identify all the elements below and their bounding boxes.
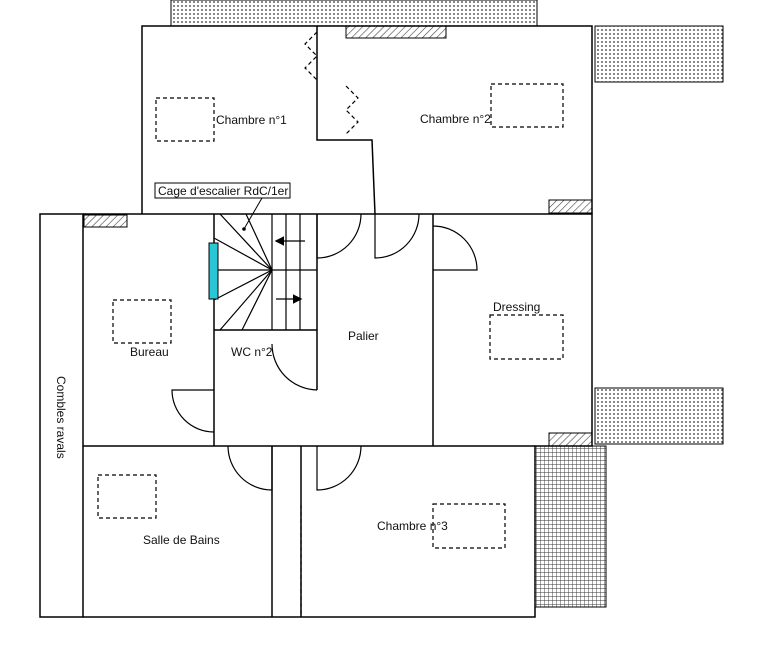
velux-chambre3: [432, 503, 506, 549]
window-chambre2-right: [548, 199, 593, 214]
label-chambre3: Chambre n°3: [377, 519, 448, 533]
label-bureau: Bureau: [130, 345, 169, 359]
label-box-cage: [154, 182, 291, 199]
window-chambre2-top: [345, 25, 447, 39]
label-combles: Combles ravals: [54, 376, 68, 459]
velux-sdb: [97, 474, 157, 519]
balcony-top: [170, 0, 538, 27]
window-dressing: [548, 432, 593, 447]
door-chambre2[interactable]: [374, 213, 420, 259]
balcony-right-top: [594, 25, 724, 83]
closet-door-2: [345, 85, 359, 135]
door-chambre1[interactable]: [316, 213, 362, 259]
door-bureau[interactable]: [171, 389, 215, 433]
window-bureau: [83, 214, 128, 228]
door-wc[interactable]: [271, 343, 318, 391]
label-wc: WC n°2: [231, 345, 273, 359]
door-dressing[interactable]: [432, 225, 478, 271]
label-leader: [243, 197, 263, 230]
label-leader-dot: [242, 227, 246, 231]
door-sdb[interactable]: [227, 445, 273, 491]
staircase: [213, 213, 317, 331]
balcony-right-middle: [594, 387, 724, 445]
velux-chambre2: [490, 83, 564, 128]
main-outline: [83, 213, 593, 618]
door-chambre3[interactable]: [316, 445, 362, 491]
label-dressing: Dressing: [493, 300, 540, 314]
label-palier: Palier: [348, 329, 379, 343]
terrace-grid: [534, 445, 607, 608]
label-cage: Cage d'escalier RdC/1er: [158, 184, 288, 198]
velux-chambre1: [155, 97, 215, 142]
closet-door-1: [304, 31, 318, 81]
label-chambre2: Chambre n°2: [420, 112, 491, 126]
label-salle-bains: Salle de Bains: [143, 533, 220, 547]
velux-bureau: [112, 299, 172, 344]
window-stair: [208, 242, 219, 300]
wall-chambres-divider: [316, 26, 376, 215]
upper-outline: [141, 25, 593, 214]
velux-dressing: [489, 314, 564, 360]
label-chambre1: Chambre n°1: [216, 113, 287, 127]
